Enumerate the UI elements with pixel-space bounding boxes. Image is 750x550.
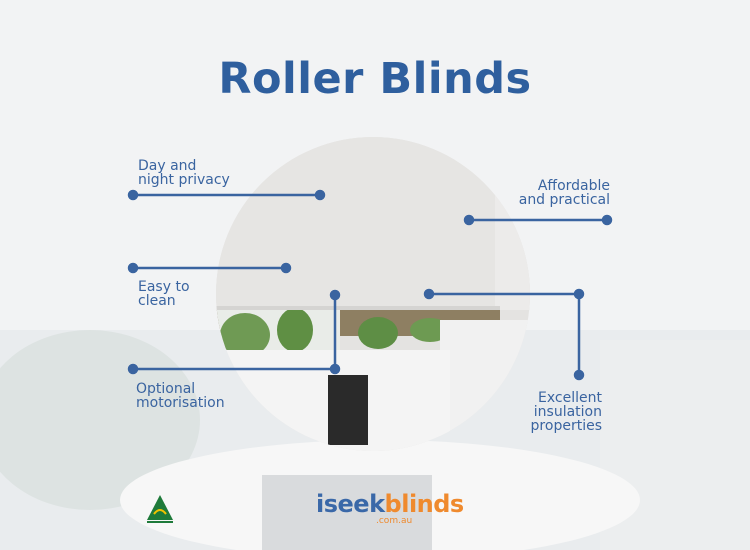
feature-affordable: Affordable and practical — [518, 178, 610, 208]
feature-easy-clean: Easy to clean — [138, 279, 190, 309]
logo-domain: .com.au — [376, 516, 413, 526]
page-title: Roller Blinds — [218, 54, 532, 104]
feature-privacy: Day and night privacy — [138, 158, 230, 188]
feature-motorisation: Optional motorisation — [136, 381, 225, 411]
australian-made-icon — [147, 495, 173, 523]
brand-logo[interactable]: iseekblinds — [316, 490, 464, 518]
feature-insulation: Excellent insulation properties — [530, 390, 602, 434]
logo-text-iseek: iseek — [316, 490, 385, 518]
logo-text-blinds: blinds — [384, 490, 465, 518]
